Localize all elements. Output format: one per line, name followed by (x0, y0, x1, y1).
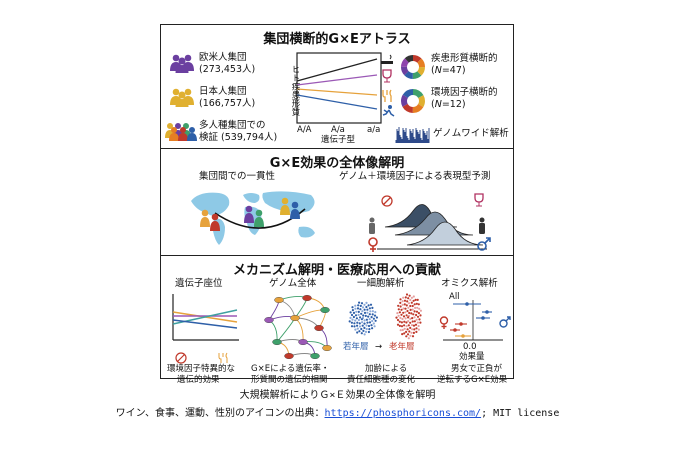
atlas-section: 集団横断的G×Eアトラス 欧米人集団 (273,453人) 日本人集団 (166… (161, 25, 513, 149)
omics-header: オミクス解析 (441, 278, 498, 289)
prediction-label: ゲノム＋環境因子による表現型予測 (339, 171, 491, 182)
european-people-icon (170, 54, 194, 73)
trait-count: (N=47) (431, 65, 466, 76)
plot-y-label: ヒト疾患形質 (290, 65, 300, 116)
mechanism-section: メカニズム解明・医療応用への貢献 遺伝子座位 環境因子特異的な 遺伝的効果 ゲノ… (161, 256, 513, 385)
european-count: (273,453人) (199, 64, 256, 75)
genome-wide-header: ゲノム全体 (269, 278, 317, 289)
no-smoking-icon (381, 195, 393, 207)
trait-label: 疾患形質横断的 (431, 53, 498, 64)
consistency-label: 集団間での一貫性 (199, 171, 276, 182)
multi-ethnic-label: 多人種集団での (199, 120, 266, 131)
icon-source-link[interactable]: https://phosphoricons.com/ (324, 408, 482, 419)
omics-caption-2: 逆転するG×E効果 (437, 375, 508, 385)
omics-effect-label: 効果量 (459, 352, 485, 362)
summary-figure: 集団横断的G×Eアトラス 欧米人集団 (273,453人) 日本人集団 (166… (160, 24, 514, 385)
environment-label: 環境因子横断的 (431, 87, 498, 98)
world-map-graphic (191, 191, 315, 245)
japanese-label: 日本人集団 (199, 86, 247, 97)
genome-wide-caption-1: G×Eによる遺伝率・ (251, 364, 330, 374)
old-label: 老年層 (389, 342, 415, 352)
omics-forest-plot (443, 300, 503, 341)
single-cell-caption-2: 責任細胞種の変化 (347, 375, 416, 385)
exercise-icon (382, 105, 395, 117)
food-icon (382, 89, 392, 102)
trait-donut-icon (401, 55, 425, 79)
single-cell-caption-1: 加齢による (365, 364, 408, 374)
female-symbol-icon-2 (439, 316, 449, 329)
phenotype-prediction-graphic (377, 204, 487, 250)
age-arrow: → (375, 342, 383, 352)
locus-caption-2: 遺伝的効果 (177, 375, 220, 385)
locus-effect-graphic (172, 294, 239, 341)
smoking-icon (381, 54, 393, 64)
manhattan-plot-icon (395, 127, 430, 143)
male-symbol-icon (477, 237, 491, 251)
multi-ethnic-count: 検証 (539,794人) (199, 132, 278, 143)
omics-all-label: All (449, 292, 460, 302)
genome-wide-caption-2: 形質間の遺伝的相関 (251, 375, 328, 385)
locus-caption-1: 環境因子特異的な (167, 364, 236, 374)
landscape-section: G×E効果の全体像解明 集団間での一貫性 ゲノム＋環境因子による表現型予測 (161, 149, 513, 256)
european-label: 欧米人集団 (199, 52, 247, 63)
genetic-correlation-network (264, 295, 332, 360)
multi-ethnic-people-icon (165, 123, 197, 141)
single-cell-header: 一細胞解析 (357, 278, 405, 289)
environment-count: (N=12) (431, 99, 466, 110)
japanese-count: (166,757人) (199, 98, 256, 109)
genotype-tick-2: A/a (331, 125, 345, 135)
omics-caption-1: 男女で正負が (451, 364, 503, 374)
female-symbol-icon (368, 237, 378, 252)
locus-env-icons (175, 352, 228, 364)
wine-icon (382, 69, 392, 83)
gwas-label: ゲノムワイド解析 (433, 128, 509, 139)
japanese-people-icon (170, 88, 194, 107)
person-gray-icon (369, 217, 375, 234)
single-cell-umap-graphic (348, 293, 422, 340)
figure-caption: 大規模解析によりＧ×Ｅ効果の全体像を解明 (239, 390, 436, 401)
locus-header: 遺伝子座位 (175, 278, 223, 289)
person-dark-icon (479, 217, 485, 234)
young-label: 若年層 (343, 342, 369, 352)
omics-zero-tick: 0.0 (463, 342, 477, 352)
atlas-title: 集団横断的G×Eアトラス (263, 32, 411, 47)
landscape-title: G×E効果の全体像解明 (269, 156, 405, 171)
genotype-tick-1: A/A (297, 125, 312, 135)
environment-donut-icon (401, 89, 425, 113)
gxe-interaction-plot (296, 52, 382, 124)
wine-icon-2 (474, 193, 484, 207)
male-symbol-icon-2 (499, 316, 511, 328)
plot-x-label: 遺伝子型 (321, 135, 356, 145)
icon-credit: ワイン、食事、運動、性別のアイコンの出典：https://phosphorico… (115, 408, 560, 419)
genotype-tick-3: a/a (367, 125, 381, 135)
mechanism-title: メカニズム解明・医療応用への貢献 (232, 263, 441, 278)
